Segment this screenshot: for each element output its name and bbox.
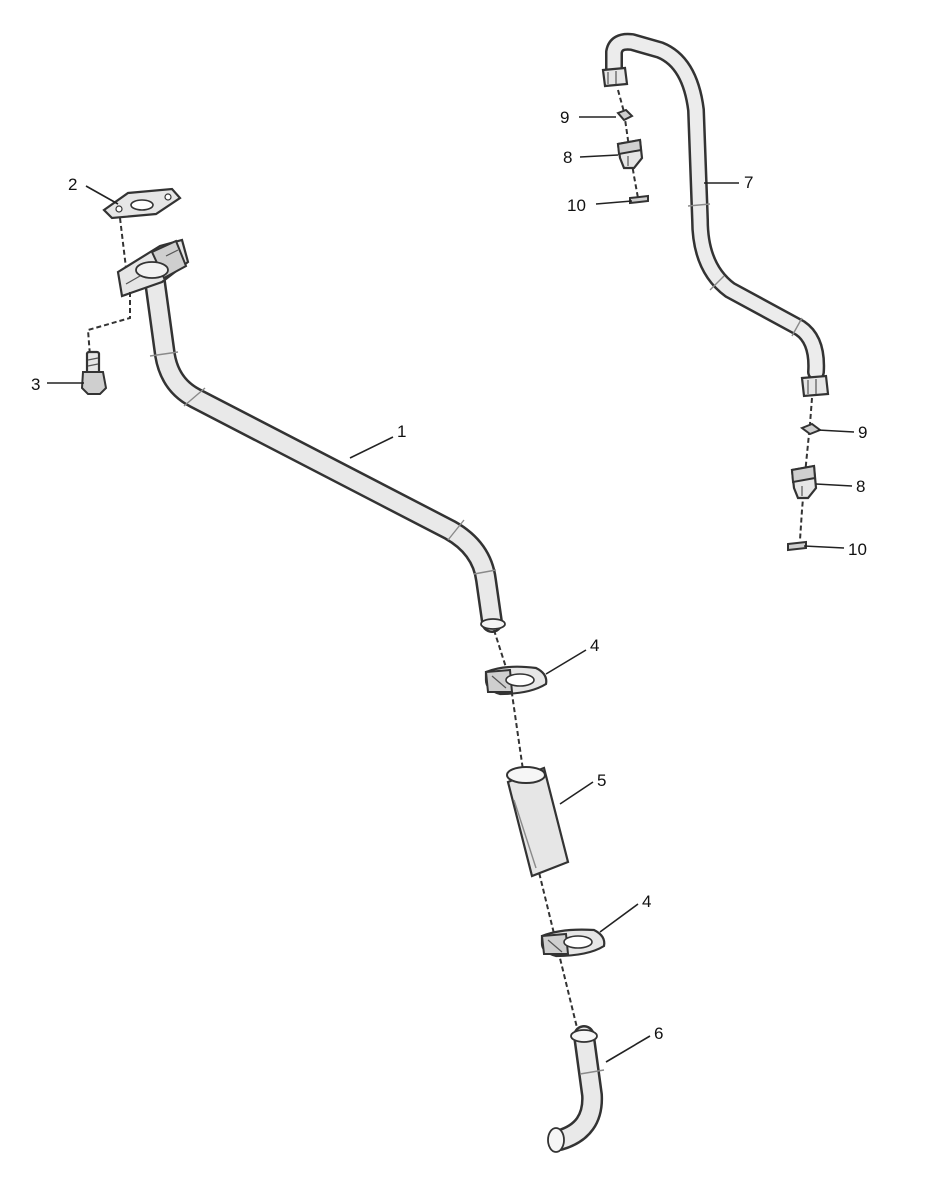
leader-8-upper [579,154,619,158]
hose-part-5 [506,766,570,878]
leader-10-lower [803,545,845,549]
leader-6 [605,1035,651,1063]
bolt-part-3 [80,350,108,395]
callout-5: 5 [597,771,606,790]
pipe-part-1 [116,238,506,633]
washer-part-9-lower [799,422,823,436]
callout-3: 3 [31,375,40,394]
callout-4-upper: 4 [590,636,599,655]
pin-part-10-lower [787,540,807,552]
nut-part-8-upper [616,138,644,170]
callout-9-lower: 9 [858,423,867,442]
callout-4-lower: 4 [642,892,651,911]
pipe-part-7 [605,32,826,381]
callout-8-upper: 8 [563,148,572,167]
leader-4-lower [599,903,639,933]
leader-8-lower [815,483,853,487]
centerline-gasket [119,217,127,269]
hose-clamp-part-4-upper [484,665,548,696]
hose-clamp-part-4-lower [540,928,606,958]
leader-5 [559,781,594,805]
callout-10-lower: 10 [848,540,867,559]
centerline-lower-stack [799,397,813,541]
nut-part-8-lower [790,464,818,500]
gasket-part-2 [102,187,182,220]
callout-1: 1 [397,422,406,441]
elbow-hose-part-6 [547,1025,605,1153]
callout-10-upper: 10 [567,196,586,215]
callout-9-upper: 9 [560,108,569,127]
leader-1 [349,436,394,459]
pin-part-10-upper [629,194,649,205]
leader-9-lower [817,429,855,433]
centerline-hose-stack [493,629,581,1041]
centerline-upper-stack [617,89,639,199]
leader-10-upper [595,200,633,205]
callout-7: 7 [744,173,753,192]
callout-6: 6 [654,1024,663,1043]
callout-2: 2 [68,175,77,194]
washer-part-9-upper [616,108,634,122]
callout-8-lower: 8 [856,477,865,496]
centerline-bolt [86,292,131,357]
pipe-fitting-lower [800,374,830,398]
leader-4-upper [545,649,587,675]
pipe-fitting-upper [601,66,629,88]
leader-2 [85,185,119,205]
